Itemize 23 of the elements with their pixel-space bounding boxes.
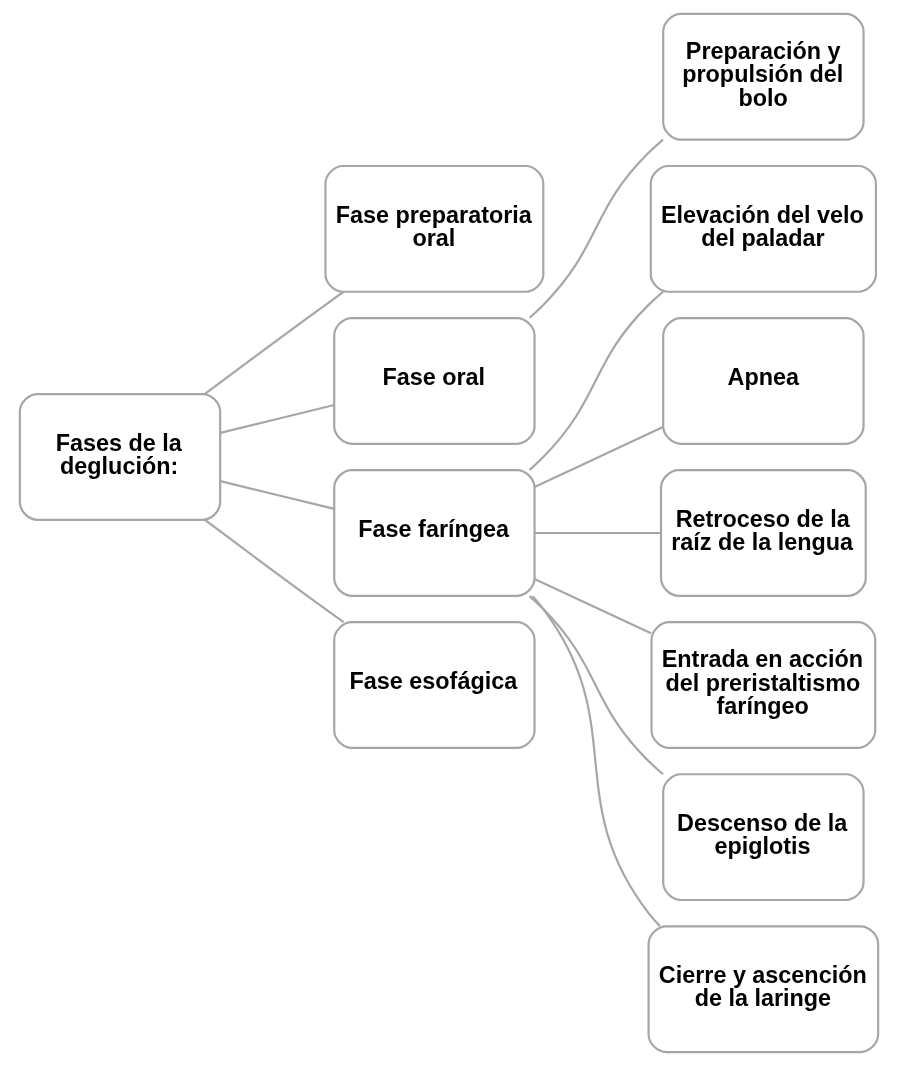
- connector: [534, 426, 664, 488]
- connector: [528, 290, 664, 471]
- connector: [220, 403, 335, 434]
- node-box: Retroceso de la raíz de la lengua: [659, 469, 867, 597]
- node-box: Fases de la deglución:: [18, 393, 222, 521]
- connector: [534, 578, 652, 635]
- node-box: Descenso de la epiglotis: [662, 773, 865, 902]
- node-box: Fase faríngea: [333, 469, 536, 597]
- node-box: Preparación y propulsión del bolo: [662, 12, 865, 141]
- connector: [534, 531, 661, 535]
- connector: [220, 480, 335, 510]
- node-box: Fase oral: [333, 316, 536, 445]
- connector: [528, 138, 664, 319]
- node-box: Fase esofágica: [333, 621, 536, 750]
- connector: [531, 595, 661, 927]
- connector: [528, 595, 664, 776]
- connector: [204, 290, 345, 395]
- node-box: Cierre y ascención de la laringe: [647, 925, 880, 1054]
- connector: [204, 519, 345, 624]
- node-box: Apnea: [662, 316, 865, 445]
- node-box: Fase preparatoria oral: [324, 164, 545, 293]
- node-box: Elevación del velo del paladar: [649, 164, 878, 293]
- node-box: Entrada en acción del preristaltismo faríngeo: [650, 621, 877, 750]
